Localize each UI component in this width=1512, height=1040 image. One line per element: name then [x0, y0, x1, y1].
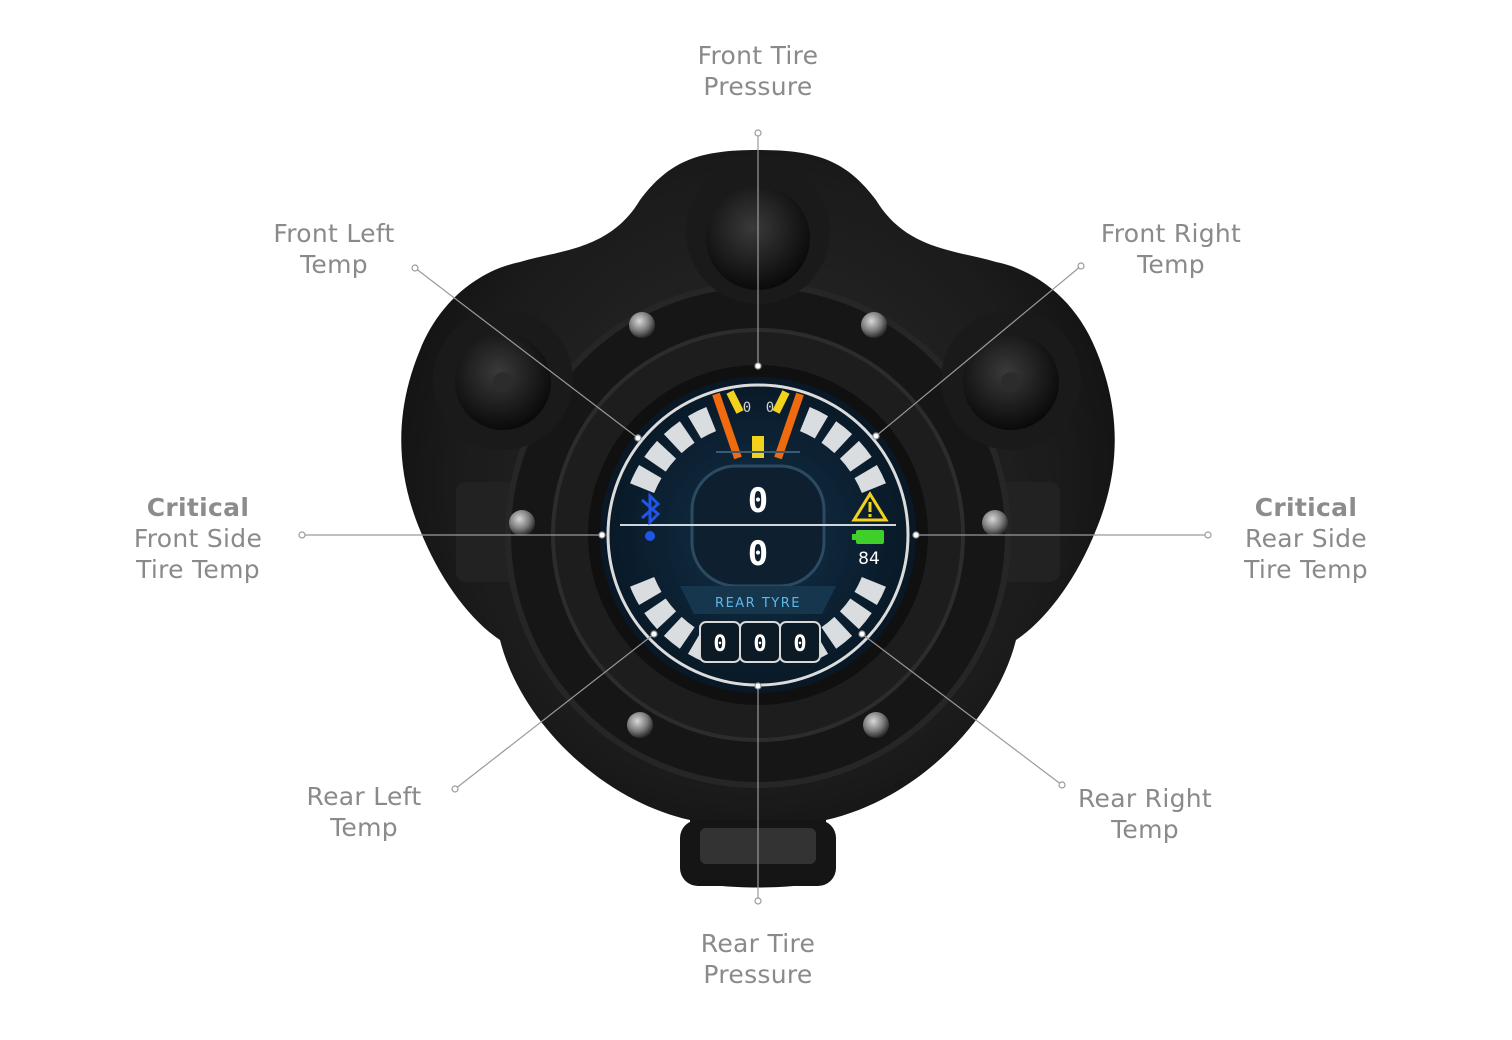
warning-triangle-icon	[851, 491, 889, 522]
leader-rear-right	[861, 633, 1063, 786]
mount-bolts	[509, 312, 1008, 738]
main-value-bottom: 0	[748, 534, 768, 574]
temperature-segment	[663, 421, 695, 454]
temperature-segment	[687, 407, 717, 439]
temperature-segment	[663, 616, 695, 649]
temperature-segment	[644, 440, 677, 472]
rear-tyre-label: REAR TYRE	[715, 596, 801, 611]
temperature-segment	[839, 440, 872, 472]
front-digit-right: 0	[766, 400, 774, 416]
left-knob	[433, 310, 573, 450]
rear-digit-2: 0	[753, 632, 766, 657]
battery-value: 84	[858, 549, 880, 569]
temperature-segment-ring	[630, 407, 886, 663]
right-knob	[941, 310, 1081, 450]
leader-dots	[298, 129, 1212, 905]
leader-front-left	[414, 267, 639, 439]
display-screen	[600, 377, 916, 693]
temperature-segment	[630, 576, 662, 606]
bluetooth-icon	[641, 492, 661, 541]
temperature-segment	[854, 464, 886, 494]
temperature-segment	[799, 407, 829, 439]
leader-rear-left	[454, 633, 655, 790]
label-front-tire-pressure: Front Tire Pressure	[697, 41, 819, 101]
label-rear-tire-pressure: Rear Tire Pressure	[700, 929, 816, 989]
temperature-segment	[644, 598, 677, 630]
temperature-segment	[630, 464, 662, 494]
temperature-segment	[821, 616, 853, 649]
temperature-segment	[839, 598, 872, 630]
label-rear-right-temp: Rear Right Temp	[1077, 784, 1212, 844]
temperature-segment	[854, 576, 886, 606]
front-digit-left: 0	[743, 400, 751, 416]
label-critical-front-side-tire-temp: Critical Front Side Tire Temp	[133, 493, 263, 584]
label-critical-rear-side-tire-temp: Critical Rear Side Tire Temp	[1244, 493, 1368, 584]
main-value-top: 0	[748, 481, 768, 521]
rear-digit-3: 0	[793, 632, 806, 657]
label-rear-left-temp: Rear Left Temp	[306, 782, 422, 842]
battery-icon	[852, 530, 884, 544]
rear-digit-1: 0	[713, 632, 726, 657]
temperature-segment	[821, 421, 853, 454]
label-front-right-temp: Front Right Temp	[1100, 219, 1242, 279]
label-front-left-temp: Front Left Temp	[273, 219, 395, 279]
leader-lines	[302, 133, 1208, 901]
leader-front-right	[875, 265, 1082, 437]
